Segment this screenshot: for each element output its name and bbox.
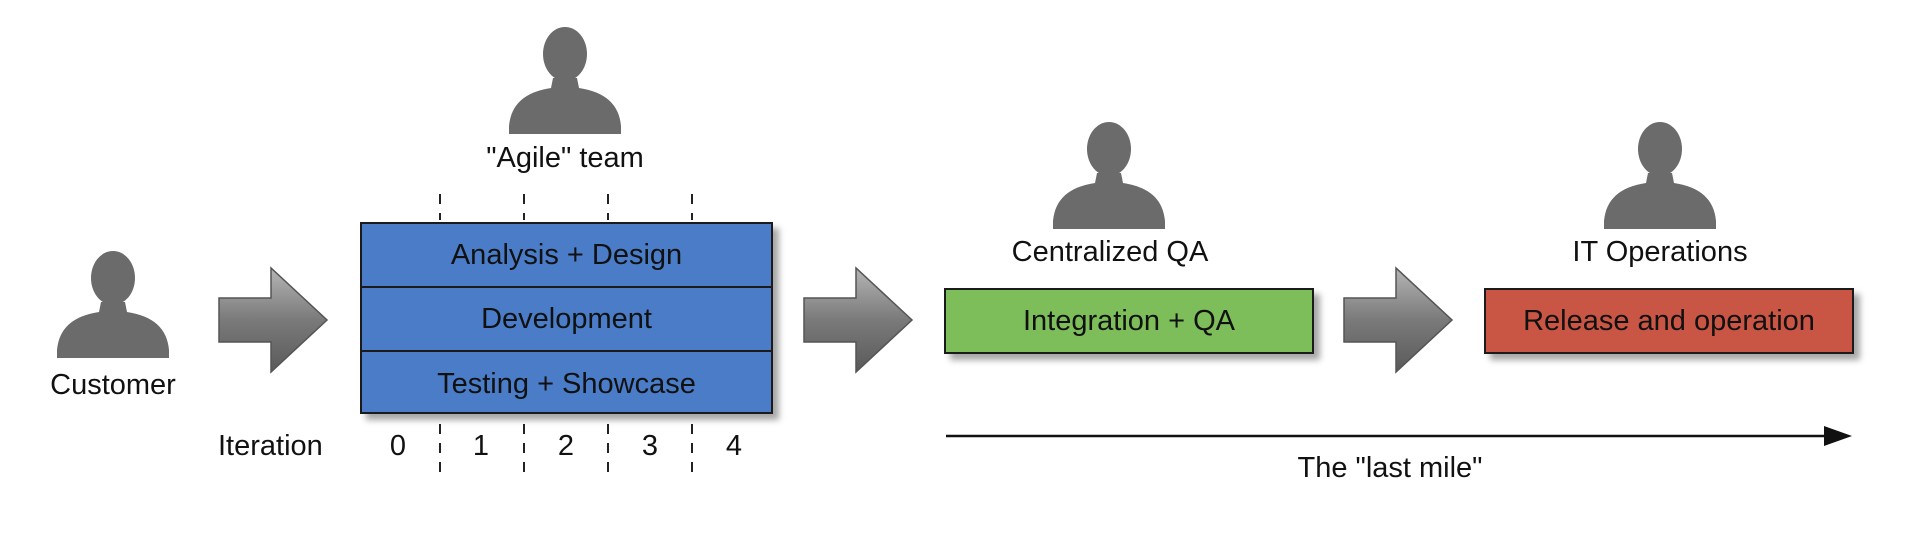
customer-label: Customer — [50, 369, 176, 401]
last-mile-arrow — [946, 426, 1852, 446]
qa-label: Centralized QA — [1011, 236, 1209, 268]
ops-label: IT Operations — [1572, 236, 1748, 268]
iteration-number-3: 3 — [641, 430, 659, 462]
last-mile-label: The "last mile" — [1297, 452, 1483, 484]
iteration-number-2: 2 — [557, 430, 575, 462]
agile-team-person-icon — [509, 27, 621, 134]
customer-person-icon — [57, 251, 169, 358]
flow-arrow-icon-2 — [803, 267, 913, 373]
release-operation-box: Release and operation — [1484, 288, 1854, 354]
iteration-number-0: 0 — [389, 430, 407, 462]
iteration-number-1: 1 — [472, 430, 490, 462]
agile-process-box: Analysis + Design Development Testing + … — [360, 222, 773, 414]
flow-arrow-icon-3 — [1343, 267, 1453, 373]
agile-row-testing: Testing + Showcase — [437, 367, 696, 400]
iteration-dashes-bottom — [439, 424, 693, 472]
flow-arrow-icon-1 — [218, 267, 328, 373]
iteration-label: Iteration — [218, 430, 323, 462]
qa-person-icon — [1053, 122, 1165, 229]
iteration-dashes-top — [439, 194, 693, 220]
agile-row-development: Development — [362, 288, 771, 352]
iteration-number-4: 4 — [725, 430, 743, 462]
agile-team-label: "Agile" team — [486, 142, 644, 174]
agile-row-analysis: Analysis + Design — [362, 224, 771, 288]
integration-qa-box: Integration + QA — [944, 288, 1314, 354]
ops-person-icon — [1604, 122, 1716, 229]
